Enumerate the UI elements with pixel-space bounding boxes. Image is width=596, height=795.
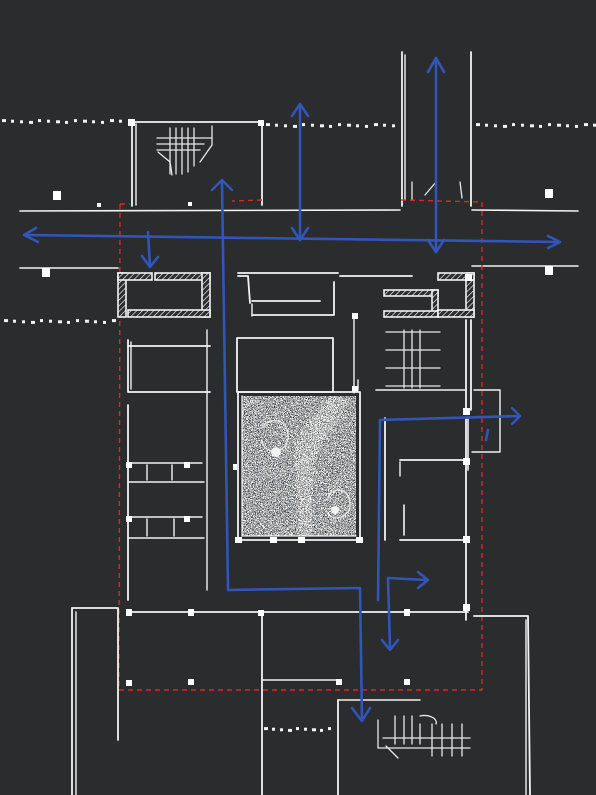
street-dot <box>539 124 542 128</box>
street-dot <box>593 123 596 127</box>
street-dot <box>272 727 275 731</box>
street-dot <box>476 123 480 127</box>
street-dot <box>38 119 41 123</box>
street-dot <box>22 320 25 324</box>
street-dot <box>101 120 104 124</box>
courtyard-path <box>294 396 350 536</box>
street-dot <box>296 727 299 731</box>
street-dot <box>264 727 268 731</box>
street-dot <box>13 319 16 323</box>
street-dot <box>4 319 8 323</box>
street-dot <box>112 319 116 323</box>
street-dot <box>275 123 278 127</box>
street-dot <box>103 320 106 324</box>
circulation-arrows <box>22 56 562 723</box>
street-dot <box>392 124 395 128</box>
street-dot <box>56 120 60 124</box>
street-dot <box>320 728 323 732</box>
street-dot <box>288 728 292 732</box>
building-outer-walls <box>117 272 475 318</box>
street-dot <box>2 119 6 123</box>
street-dot <box>83 119 87 123</box>
street-dot <box>110 119 114 123</box>
street-dot <box>47 119 50 123</box>
street-dot <box>575 124 578 128</box>
street-dot <box>329 124 332 128</box>
street-dot <box>119 119 122 123</box>
street-dot <box>312 728 316 732</box>
street-dot <box>284 124 287 128</box>
street-dot <box>374 123 378 127</box>
stair-south <box>377 714 471 759</box>
interior-partitions <box>126 272 501 621</box>
street-dot <box>293 124 297 128</box>
street-dot <box>85 319 89 323</box>
street-dot <box>49 319 52 323</box>
street-dot <box>40 319 43 323</box>
street-dot <box>58 320 62 324</box>
street-dot <box>557 123 561 127</box>
street-dot <box>94 320 97 324</box>
street-dot <box>29 120 33 124</box>
street-edge-dotted-top <box>2 119 596 128</box>
street-dot <box>266 123 270 127</box>
street-dot <box>566 124 569 128</box>
street-dot <box>383 123 386 127</box>
street-dot <box>512 123 515 127</box>
street-dot <box>304 727 307 731</box>
street-dot <box>338 123 341 127</box>
street-dot <box>67 320 70 324</box>
street-dot <box>521 123 524 127</box>
street-dot <box>11 119 14 123</box>
street-dot <box>365 124 368 128</box>
street-dot <box>320 124 324 128</box>
street-dot <box>311 123 314 127</box>
street-edge-dotted-left <box>4 319 331 732</box>
site-boundary-line <box>118 199 483 691</box>
street-dot <box>485 123 488 127</box>
street-dot <box>328 727 331 731</box>
street-dot <box>584 123 588 127</box>
street-dot <box>92 120 95 124</box>
street-dot <box>548 123 551 127</box>
street-dot <box>74 119 77 123</box>
street-dot <box>503 124 507 128</box>
street-dot <box>65 120 68 124</box>
street-dot <box>31 320 35 324</box>
north-slot-walls <box>401 51 472 207</box>
street-dot <box>280 728 283 732</box>
south-wing <box>71 607 531 795</box>
street-dot <box>20 120 23 124</box>
stair-block-north <box>128 119 264 207</box>
street-dot <box>494 124 497 128</box>
street-dot <box>76 319 79 323</box>
street-dot <box>302 123 305 127</box>
street-dot <box>530 124 534 128</box>
street-lines <box>19 189 579 277</box>
street-dot <box>356 124 359 128</box>
street-dot <box>347 123 351 127</box>
central-courtyard <box>233 391 363 543</box>
